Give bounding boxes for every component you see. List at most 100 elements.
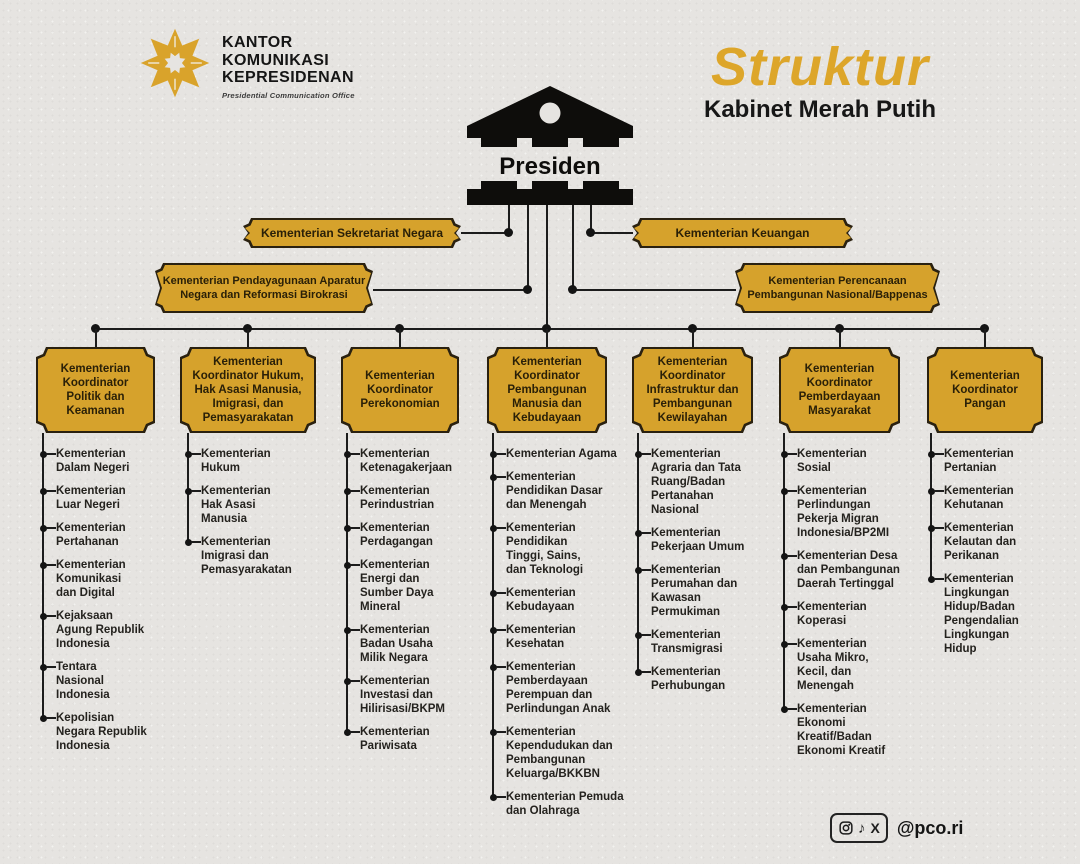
connector-line: [492, 433, 494, 797]
box-label: Kementerian Koordinator Pembangunan Manu…: [489, 349, 605, 431]
presiden-building-icon: Presiden: [467, 86, 633, 205]
box-koordinator-hukum: Kementerian Koordinator Hukum, Hak Asasi…: [180, 347, 316, 433]
box-label: Kementerian Perencanaan Pembangunan Nasi…: [737, 265, 938, 311]
social-icons-box: ♪ X: [830, 813, 888, 843]
box-label: Kementerian Koordinator Politik dan Keam…: [38, 349, 153, 431]
connector-dot: [568, 285, 577, 294]
logo-line-3: KEPRESIDENAN: [222, 69, 354, 86]
connector-line: [508, 205, 510, 234]
ministry-item: Kementerian Pemberdayaan Perempuan dan P…: [490, 660, 630, 716]
connector-line: [247, 329, 249, 348]
ministry-item: Kementerian Perumahan dan Kawasan Permuk…: [635, 563, 775, 619]
ministry-item: Kementerian Sosial: [781, 447, 921, 475]
ministry-item: Kementerian Kebudayaan: [490, 586, 630, 614]
social-handle: @pco.ri: [896, 817, 964, 838]
box-koordinator-infrastruktur: Kementerian Koordinator Infrastruktur da…: [632, 347, 753, 433]
box-sekretariat-negara: Kementerian Sekretariat Negara: [243, 218, 461, 248]
box-keuangan: Kementerian Keuangan: [632, 218, 853, 248]
connector-line: [42, 433, 44, 718]
connector-dot: [504, 228, 513, 237]
box-bappenas: Kementerian Perencanaan Pembangunan Nasi…: [735, 263, 940, 313]
box-koordinator-pemberdayaan: Kementerian Koordinator Pemberdayaan Mas…: [779, 347, 900, 433]
connector-line: [373, 289, 528, 291]
box-label: Kementerian Koordinator Hukum, Hak Asasi…: [182, 349, 314, 431]
connector-line: [783, 433, 785, 709]
ministry-item: Kementerian Luar Negeri: [40, 484, 180, 512]
connector-dot: [980, 324, 989, 333]
connector-dot: [688, 324, 697, 333]
connector-line: [572, 205, 574, 291]
box-koordinator-perekonomian: Kementerian Koordinator Perekonomian: [341, 347, 459, 433]
box-label: Kementerian Keuangan: [634, 220, 851, 246]
ministry-item: Kementerian Pendidikan Tinggi, Sains, da…: [490, 521, 630, 577]
connector-dot: [586, 228, 595, 237]
ministry-column-infrastruktur: Kementerian Agraria dan Tata Ruang/Badan…: [635, 433, 775, 702]
title-struktur: Struktur: [710, 37, 929, 97]
ministry-item: Kementerian Pertahanan: [40, 521, 180, 549]
ministry-item: Kementerian Badan Usaha Milik Negara: [344, 623, 484, 665]
logo-subtitle: Presidential Communication Office: [222, 90, 355, 100]
ministry-item: Kejaksaan Agung Republik Indonesia: [40, 609, 180, 651]
logo-line-1: KANTOR: [222, 34, 293, 51]
box-koordinator-polkam: Kementerian Koordinator Politik dan Keam…: [36, 347, 155, 433]
ministry-item: Kementerian Pendidikan Dasar dan Menenga…: [490, 470, 630, 512]
box-label: Kementerian Koordinator Pemberdayaan Mas…: [781, 349, 898, 431]
connector-line: [637, 433, 639, 672]
ministry-item: Kementerian Ekonomi Kreatif/Badan Ekonom…: [781, 702, 921, 758]
title-kabinet: Kabinet Merah Putih: [703, 96, 937, 123]
ministry-item: Kementerian Kependudukan dan Pembangunan…: [490, 725, 630, 781]
ministry-item: Kementerian Transmigrasi: [635, 628, 775, 656]
connector-dot: [395, 324, 404, 333]
ministry-item: Kementerian Desa dan Pembangunan Daerah …: [781, 549, 921, 591]
connector-line: [461, 232, 509, 234]
connector-line: [546, 205, 548, 330]
ministry-item: Kementerian Hukum: [185, 447, 325, 475]
ministry-item: Kementerian Kelautan dan Perikanan: [928, 521, 1068, 563]
ministry-item: Kementerian Energi dan Sumber Daya Miner…: [344, 558, 484, 614]
box-label: Kementerian Pendayagunaan Aparatur Negar…: [157, 265, 371, 311]
connector-dot: [542, 324, 551, 333]
ministry-item: Kementerian Agama: [490, 447, 630, 461]
connector-line: [839, 329, 841, 348]
ministry-item: Kepolisian Negara Republik Indonesia: [40, 711, 180, 753]
pco-star-logo-icon: [140, 28, 210, 98]
presiden-label: Presiden: [499, 153, 600, 180]
ministry-item: Kementerian Kesehatan: [490, 623, 630, 651]
ministry-item: Kementerian Koperasi: [781, 600, 921, 628]
box-label: Kementerian Koordinator Perekonomian: [343, 349, 457, 431]
poster-title: Struktur Kabinet Merah Putih: [685, 38, 955, 123]
box-label: Kementerian Sekretariat Negara: [245, 220, 459, 246]
ministry-item: Kementerian Imigrasi dan Pemasyarakatan: [185, 535, 325, 577]
x-icon: X: [870, 819, 880, 836]
ministry-item: Kementerian Agraria dan Tata Ruang/Badan…: [635, 447, 775, 517]
connector-line: [984, 329, 986, 348]
connector-dot: [835, 324, 844, 333]
connector-line: [590, 205, 592, 234]
connector-line: [930, 433, 932, 579]
box-koordinator-pangan: Kementerian Koordinator Pangan: [927, 347, 1043, 433]
connector-line: [546, 329, 548, 348]
connector-line: [346, 433, 348, 732]
pco-logo-text: KANTOR KOMUNIKASI KEPRESIDENAN President…: [222, 34, 355, 100]
ministry-item: Kementerian Pariwisata: [344, 725, 484, 753]
ministry-item: Kementerian Lingkungan Hidup/Badan Penge…: [928, 572, 1068, 656]
ministry-item: Kementerian Pertanian: [928, 447, 1068, 475]
ministry-item: Kementerian Usaha Mikro, Kecil, dan Mene…: [781, 637, 921, 693]
connector-dot: [243, 324, 252, 333]
ministry-item: Kementerian Komunikasi dan Digital: [40, 558, 180, 600]
logo-line-2: KOMUNIKASI: [222, 51, 330, 69]
ministry-item: Kementerian Perhubungan: [635, 665, 775, 693]
connector-line: [527, 205, 529, 291]
ministry-item: Kementerian Ketenagakerjaan: [344, 447, 484, 475]
ministry-item: Kementerian Perdagangan: [344, 521, 484, 549]
ministry-item: Kementerian Investasi dan Hilirisasi/BKP…: [344, 674, 484, 716]
box-koordinator-pmk: Kementerian Koordinator Pembangunan Manu…: [487, 347, 607, 433]
box-panrb: Kementerian Pendayagunaan Aparatur Negar…: [155, 263, 373, 313]
ministry-item: Kementerian Perindustrian: [344, 484, 484, 512]
box-label: Kementerian Koordinator Infrastruktur da…: [634, 349, 751, 431]
